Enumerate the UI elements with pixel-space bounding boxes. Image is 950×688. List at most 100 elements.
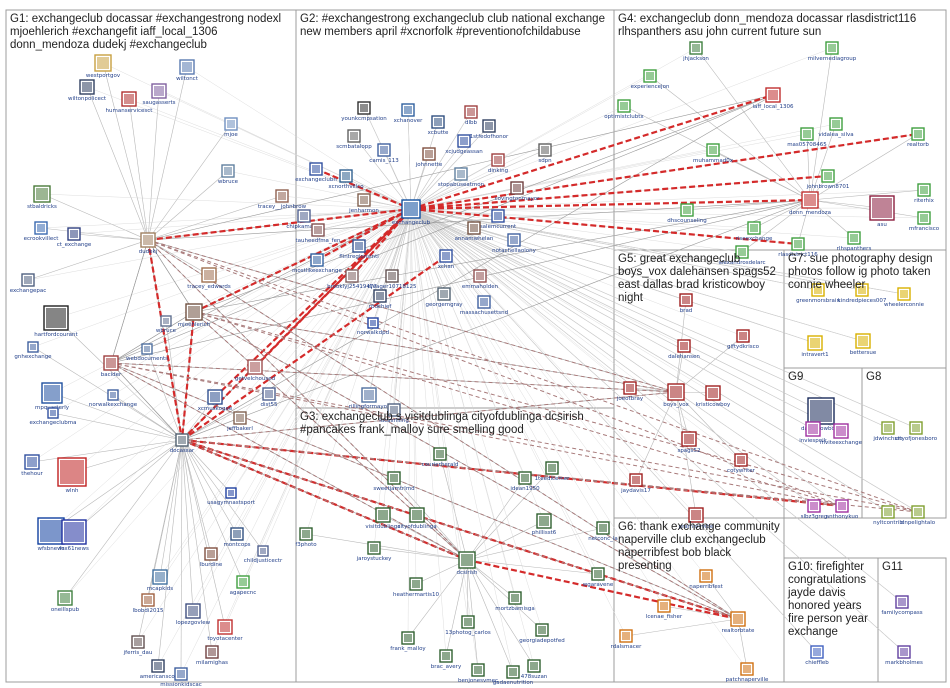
node-visitdublinga[interactable]: visitdublinga — [365, 507, 401, 530]
node-idean1950[interactable]: idean1950 — [510, 471, 540, 492]
node-saugasserts[interactable]: saugasserts — [143, 83, 176, 106]
node-georgemgray[interactable]: georgemgray — [425, 287, 463, 308]
node-realtorbtate[interactable]: realtorbtate — [722, 611, 755, 634]
node-salemcurrent[interactable]: salemcurrent — [480, 209, 517, 230]
node-xcbutte[interactable]: xcbutte — [428, 115, 449, 136]
node-massachsnd[interactable]: massachusettsnd — [460, 295, 508, 316]
node-bettersue[interactable]: bettersue — [850, 333, 877, 356]
node-brac-avery[interactable]: brac_avery — [431, 649, 462, 670]
node-notachellaolony[interactable]: notachellaolony — [492, 233, 537, 254]
node-docassar[interactable]: docassar — [170, 433, 195, 454]
node-rpdchief[interactable]: rpdchief — [369, 289, 393, 310]
node-courierherald[interactable]: courierherald — [422, 447, 459, 468]
node-americanscol[interactable]: americanscol — [140, 659, 177, 680]
node-annamwhelan[interactable]: annamwhelan — [455, 221, 494, 242]
node-dcsirish[interactable]: dcsirish — [456, 551, 478, 576]
node-bacider[interactable]: bacider — [101, 355, 122, 378]
node-dnpelightalo[interactable]: dnpelightalo — [901, 505, 936, 526]
node-jaroystuckey[interactable]: jaroystuckey — [356, 541, 393, 562]
node-xcmuskogee[interactable]: xcmuskogee — [198, 389, 233, 412]
node-optimistclubtx[interactable]: optimistclubtx — [604, 99, 644, 120]
node-wheelerconnie[interactable]: wheelerconnie — [884, 287, 925, 308]
node-wbruce[interactable]: wbruce — [218, 164, 239, 185]
node-lbobdi2015[interactable]: lbobdi2015 — [133, 593, 164, 614]
node-jeffbakerl[interactable]: jeffbakerl — [226, 411, 253, 432]
node-realtorb[interactable]: realtorb — [907, 127, 929, 148]
node-rillingformayor[interactable]: rillingformayor — [349, 387, 390, 410]
node-oneillspub[interactable]: oneillspub — [51, 590, 80, 613]
node-dallascowboys[interactable]: dallascowboys — [801, 397, 841, 432]
node-humanservicesct[interactable]: humanservicesct — [106, 91, 154, 114]
node-spags52[interactable]: spags52 — [677, 431, 701, 454]
node-exchangepac[interactable]: exchangepac — [10, 273, 47, 294]
node-mas05708465[interactable]: mas05708465 — [787, 127, 827, 148]
node-kristicowboy[interactable]: kristicowboy — [696, 385, 731, 408]
node-norwalkexchange[interactable]: norwalkexchange — [89, 389, 138, 408]
node-rdalsmacer[interactable]: rdalsmacer — [611, 629, 643, 650]
node-grammyvibe[interactable]: grammyvibe — [679, 507, 714, 530]
node-stopabuseatmon[interactable]: stopabuseatmon — [438, 167, 485, 188]
node-johnbrown[interactable]: johnbrown8701 — [806, 169, 850, 190]
node-brad[interactable]: brad — [679, 293, 693, 314]
node-intravert1[interactable]: intravert1 — [801, 335, 829, 358]
node-rlhspanthers[interactable]: rlhspanthers — [837, 231, 872, 252]
node-thefamilycomps[interactable]: familycompass — [881, 595, 923, 616]
node-dudekj[interactable]: dudekj — [139, 232, 158, 255]
node-478suzan[interactable]: 478suzan — [521, 659, 548, 680]
node-1teedicemer[interactable]: 1teedicemer — [535, 461, 571, 482]
node-exchangeclubn[interactable]: exchangeclubn — [295, 162, 337, 183]
node-inviteexchange[interactable]: inviteexchange — [820, 423, 863, 446]
node-wbruce2[interactable]: wbruce — [156, 315, 177, 334]
node-milamighas[interactable]: milamighas — [196, 645, 228, 666]
node-vidalea-silva[interactable]: vidalea_silva — [818, 117, 854, 138]
node-muhammad0x[interactable]: muhammad0x — [693, 143, 734, 164]
node-usagymnastsport[interactable]: usagymnastsport — [207, 487, 256, 506]
node-donn-mendoza[interactable]: donn_mendoza — [789, 191, 831, 216]
node-slbz3greg[interactable]: slbz3greg — [801, 499, 828, 520]
node-mostlikeexchange[interactable]: mostlikeexchange — [292, 253, 343, 274]
node-1stfedofhonor[interactable]: 1stfedofhonor — [470, 119, 509, 140]
node-patchnaperville[interactable]: patchnaperville — [726, 662, 769, 683]
node-childjusticectr[interactable]: childjusticectr — [244, 545, 283, 564]
node-dlbb[interactable]: dlbb — [464, 105, 478, 126]
node-dhscounseling[interactable]: dhscounseling — [667, 203, 707, 224]
node-norwalkdpd[interactable]: norwalkdpd — [357, 317, 389, 336]
node-jaydavis17[interactable]: jaydavis17 — [620, 473, 651, 494]
node-jenharmon[interactable]: jenharmon — [348, 193, 379, 214]
node-montcops[interactable]: montcops — [223, 527, 251, 548]
node-xchanover[interactable]: xchanover — [394, 103, 424, 124]
node-scmbatalopp[interactable]: scmbatalopp — [336, 129, 372, 150]
node-tracey-johnbrow[interactable]: tracey__johnbrow — [258, 189, 307, 210]
node-joeotbray[interactable]: joeotbray — [616, 381, 644, 402]
node-chipkamarce[interactable]: chipkamarce — [286, 209, 322, 230]
node-lburdine[interactable]: lburdine — [200, 547, 223, 568]
node-chieffleb[interactable]: chieffleb — [805, 645, 829, 666]
node-hartfordcourant[interactable]: hartfordcourant — [34, 305, 79, 338]
node-rlasdistrict116[interactable]: rlasdistrict116 — [778, 237, 818, 258]
node-markbholmes[interactable]: markbholmes — [885, 645, 923, 666]
node-benjonesvmec[interactable]: benjonesvmec — [458, 663, 498, 684]
node-jdwinchsm[interactable]: jdwinchsm — [872, 421, 903, 442]
node-djeager[interactable]: djeager10718125 — [368, 269, 417, 290]
node-mortzbamisga[interactable]: mortzbamisga — [495, 591, 535, 612]
node-webdocuments[interactable]: webdocuments — [126, 343, 168, 362]
node-alexandrosdelarc[interactable]: alexandrosdelarc — [718, 245, 766, 266]
node-fox61news[interactable]: fox61news — [59, 519, 89, 552]
node-mcapkids[interactable]: mcapkids — [147, 569, 173, 592]
node-xcjudgeassan[interactable]: xcjudgeassan — [445, 134, 483, 155]
node-agapecnc[interactable]: agapecnc — [230, 575, 257, 596]
node-wlnh[interactable]: wlnh — [57, 457, 87, 494]
node-jhjackson[interactable]: jhjackson — [682, 41, 709, 62]
node-brookly[interactable]: brooklyj25419477 — [327, 269, 377, 290]
node-dist55[interactable]: dist55 — [260, 387, 278, 408]
node-stbaldricks[interactable]: stbaldricks — [27, 185, 57, 210]
node-lopezgovlew[interactable]: lopezgovlew — [176, 603, 211, 626]
node-sdpn[interactable]: sdpn — [538, 143, 552, 164]
node-cotywriter[interactable]: cotywriter — [727, 453, 756, 474]
node-lucasrilling[interactable]: lucasrilling — [379, 403, 409, 424]
node-greenmorsbrain[interactable]: greenmorsbrain — [796, 283, 840, 304]
node-missionkidscac[interactable]: missionkidscac — [160, 667, 202, 688]
node-xcnorthvillco[interactable]: xcnorthvillco — [328, 169, 364, 190]
node-johnnette[interactable]: johnnette — [415, 147, 443, 168]
node-gnhexchange[interactable]: gnhexchange — [14, 341, 52, 360]
